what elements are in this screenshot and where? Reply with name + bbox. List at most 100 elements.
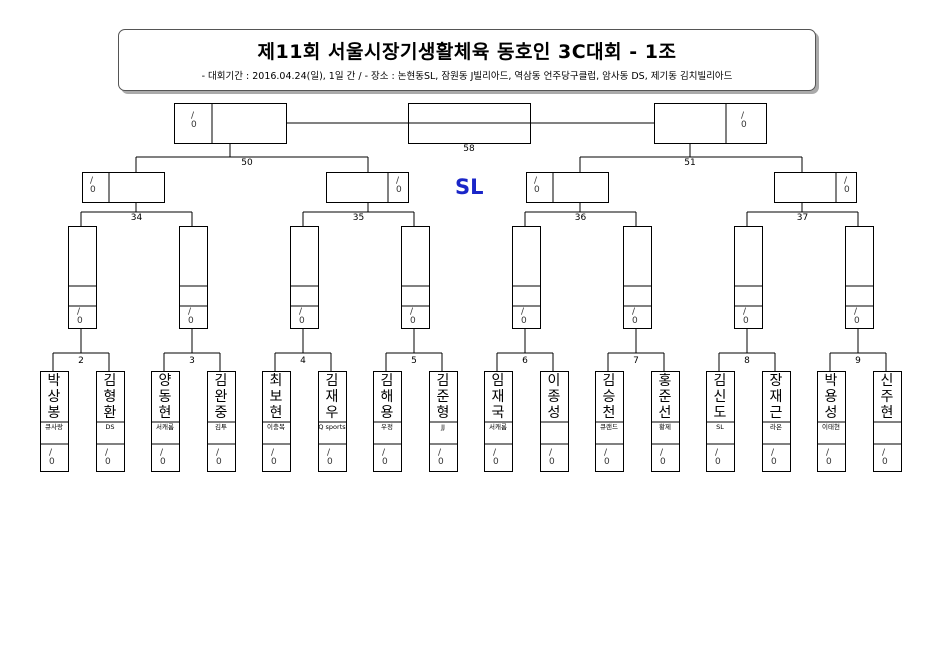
player-score-9-value: 0 xyxy=(493,457,499,467)
player-score-16-value: 0 xyxy=(882,457,888,467)
player-score-5-value: 0 xyxy=(271,457,277,467)
qf-box-score-1-value: 0 xyxy=(77,316,83,326)
player-score-8-value: 0 xyxy=(438,457,444,467)
qf-box-score-6-slash: / xyxy=(632,307,636,317)
match-number-final: 58 xyxy=(463,144,475,154)
match-number-r16-3: 4 xyxy=(300,356,306,366)
player-score-1-slash: / xyxy=(49,448,53,458)
player-club-3: 서캐롬 xyxy=(156,423,174,431)
player-club-13: SL xyxy=(716,423,724,431)
player-score-15-value: 0 xyxy=(826,457,832,467)
player-score-6-value: 0 xyxy=(327,457,333,467)
qf-box-score-2-value: 0 xyxy=(188,316,194,326)
qf-box-5 xyxy=(512,226,541,329)
player-club-14: 라온 xyxy=(770,423,782,431)
player-score-4-slash: / xyxy=(216,448,220,458)
match-number-semi-right: 51 xyxy=(684,158,696,168)
match-number-qf-1: 34 xyxy=(130,213,143,223)
match-number-r16-2: 3 xyxy=(189,356,195,366)
semi-box-score-1-slash: / xyxy=(90,176,94,186)
player-score-15-slash: / xyxy=(826,448,830,458)
match-number-r16-1: 2 xyxy=(78,356,84,366)
player-score-9-slash: / xyxy=(493,448,497,458)
match-number-r16-7: 8 xyxy=(744,356,750,366)
player-score-3-slash: / xyxy=(160,448,164,458)
player-score-14-slash: / xyxy=(771,448,775,458)
match-number-qf-2: 35 xyxy=(352,213,365,223)
qf-box-score-7-value: 0 xyxy=(743,316,749,326)
semi-box-3 xyxy=(526,172,609,203)
semi-box-score-4-slash: / xyxy=(844,176,848,186)
semi-box-1 xyxy=(82,172,165,203)
player-club-5: 이충복 xyxy=(267,423,285,431)
qf-box-score-6-value: 0 xyxy=(632,316,638,326)
match-number-semi-left: 50 xyxy=(241,158,253,168)
qf-box-1 xyxy=(68,226,97,329)
qf-box-4 xyxy=(401,226,430,329)
semi-box-score-2-slash: / xyxy=(396,176,400,186)
semi-box-score-3-slash: / xyxy=(534,176,538,186)
qf-box-score-2-slash: / xyxy=(188,307,192,317)
page-title: 제11회 서울시장기생활체육 동호인 3C대회 - 1조 xyxy=(257,41,677,63)
player-score-10-slash: / xyxy=(549,448,553,458)
player-score-5-slash: / xyxy=(271,448,275,458)
player-score-14-value: 0 xyxy=(771,457,777,467)
qf-box-score-4-value: 0 xyxy=(410,316,416,326)
final-left-score-slash: / xyxy=(191,111,195,121)
player-score-13-value: 0 xyxy=(715,457,721,467)
qf-box-score-4-slash: / xyxy=(410,307,414,317)
player-club-7: 우정 xyxy=(381,423,393,431)
player-score-1-value: 0 xyxy=(49,457,55,467)
qf-box-score-1-slash: / xyxy=(77,307,81,317)
player-score-10-value: 0 xyxy=(549,457,555,467)
player-score-3-value: 0 xyxy=(160,457,166,467)
match-number-qf-4: 37 xyxy=(796,213,809,223)
semi-box-2 xyxy=(326,172,409,203)
final-right-box xyxy=(654,103,767,144)
player-score-2-value: 0 xyxy=(105,457,111,467)
semi-box-score-3-value: 0 xyxy=(534,185,540,195)
final-left-score-value: 0 xyxy=(191,120,197,130)
qf-box-score-8-slash: / xyxy=(854,307,858,317)
header-panel: 제11회 서울시장기생활체육 동호인 3C대회 - 1조 - 대회기간 : 20… xyxy=(118,29,816,91)
qf-box-8 xyxy=(845,226,874,329)
player-club-4: 김투 xyxy=(215,423,227,431)
player-club-9: 서캐롬 xyxy=(489,423,507,431)
player-score-7-value: 0 xyxy=(382,457,388,467)
final-right-score-value: 0 xyxy=(741,120,747,130)
qf-box-score-8-value: 0 xyxy=(854,316,860,326)
final-left-box xyxy=(174,103,287,144)
player-club-8: JJ xyxy=(441,423,445,431)
player-score-12-slash: / xyxy=(660,448,664,458)
qf-box-2 xyxy=(179,226,208,329)
match-number-r16-6: 7 xyxy=(633,356,639,366)
player-score-4-value: 0 xyxy=(216,457,222,467)
qf-box-score-5-slash: / xyxy=(521,307,525,317)
semi-box-score-2-value: 0 xyxy=(396,185,402,195)
match-number-r16-4: 5 xyxy=(411,356,417,366)
final-right-score-slash: / xyxy=(741,111,745,121)
player-score-11-slash: / xyxy=(604,448,608,458)
match-number-qf-3: 36 xyxy=(574,213,587,223)
match-number-r16-8: 9 xyxy=(855,356,861,366)
qf-box-score-3-slash: / xyxy=(299,307,303,317)
player-score-2-slash: / xyxy=(105,448,109,458)
player-score-16-slash: / xyxy=(882,448,886,458)
semi-box-4 xyxy=(774,172,857,203)
qf-box-score-3-value: 0 xyxy=(299,316,305,326)
player-score-11-value: 0 xyxy=(604,457,610,467)
